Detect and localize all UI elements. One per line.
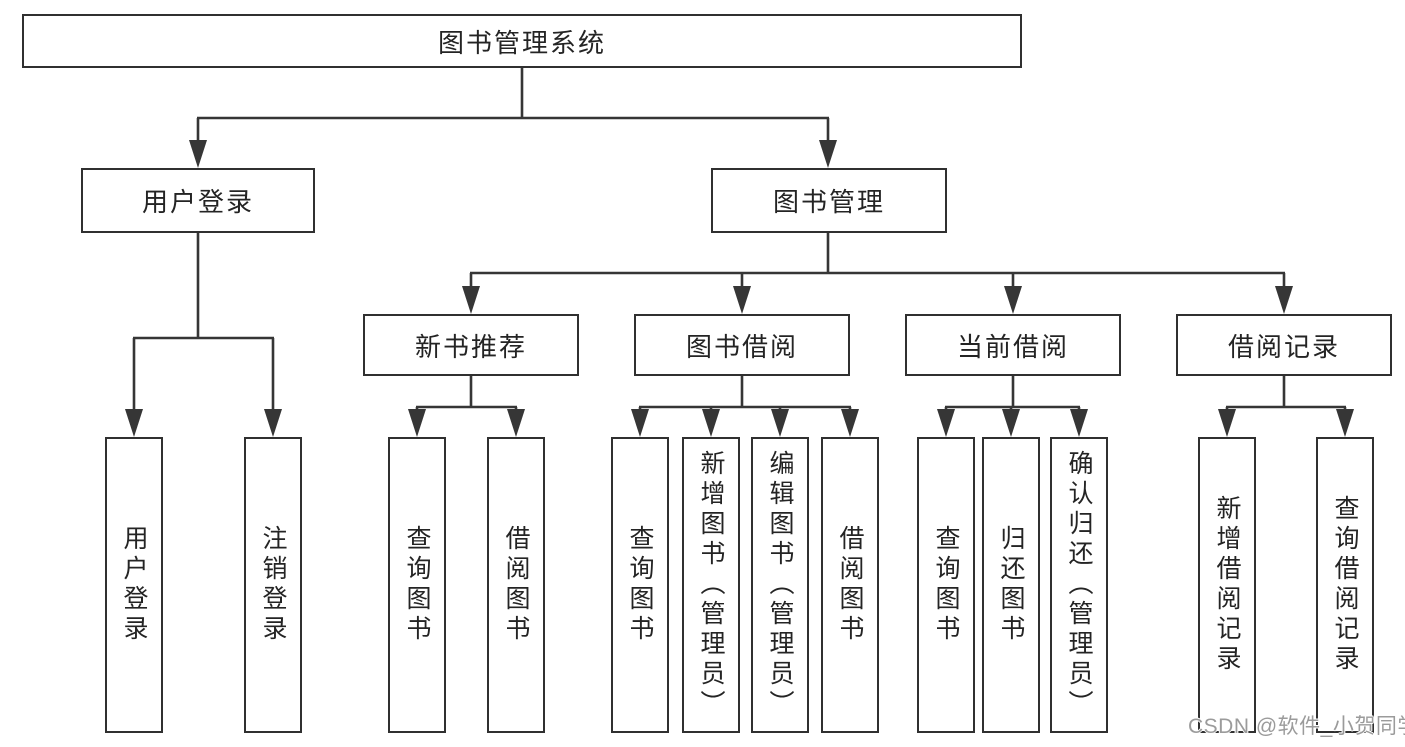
leaf-query-books-current: 查询图书 bbox=[917, 437, 975, 733]
leaf-return-books: 归还图书 bbox=[982, 437, 1040, 733]
connector-user-login-to-children bbox=[125, 232, 282, 437]
leaf-borrow-books-recommendation: 借阅图书 bbox=[487, 437, 545, 733]
node-new-book-recommendation: 新书推荐 bbox=[363, 314, 579, 376]
connector-borrowing-records-to-children bbox=[1218, 375, 1354, 437]
leaf-add-borrowing-record: 新增借阅记录 bbox=[1198, 437, 1256, 733]
node-current-borrowing: 当前借阅 bbox=[905, 314, 1121, 376]
node-book-borrowing: 图书借阅 bbox=[634, 314, 850, 376]
node-library-management-system: 图书管理系统 bbox=[22, 14, 1022, 68]
connector-current-borrowing-to-children bbox=[937, 375, 1088, 437]
leaf-query-borrowing-record: 查询借阅记录 bbox=[1316, 437, 1374, 733]
leaf-borrow-books-borrowing: 借阅图书 bbox=[821, 437, 879, 733]
node-borrowing-records: 借阅记录 bbox=[1176, 314, 1392, 376]
leaf-edit-books-admin: 编辑图书（管理员） bbox=[751, 437, 809, 733]
leaf-confirm-return-admin: 确认归还（管理员） bbox=[1050, 437, 1108, 733]
leaf-query-books-borrowing: 查询图书 bbox=[611, 437, 669, 733]
connector-new-book-recommendation-to-children bbox=[408, 375, 525, 437]
leaf-query-books-recommendation: 查询图书 bbox=[388, 437, 446, 733]
watermark: CSDN @软件_小贺同学 bbox=[1188, 715, 1405, 738]
leaf-user-login: 用户登录 bbox=[105, 437, 163, 733]
leaf-add-books-admin: 新增图书（管理员） bbox=[682, 437, 740, 733]
connector-root-to-level2 bbox=[189, 67, 837, 168]
node-user-login: 用户登录 bbox=[81, 168, 315, 233]
connector-book-management-to-level3 bbox=[462, 232, 1293, 314]
leaf-logout: 注销登录 bbox=[244, 437, 302, 733]
connector-book-borrowing-to-children bbox=[631, 375, 859, 437]
node-book-management: 图书管理 bbox=[711, 168, 947, 233]
